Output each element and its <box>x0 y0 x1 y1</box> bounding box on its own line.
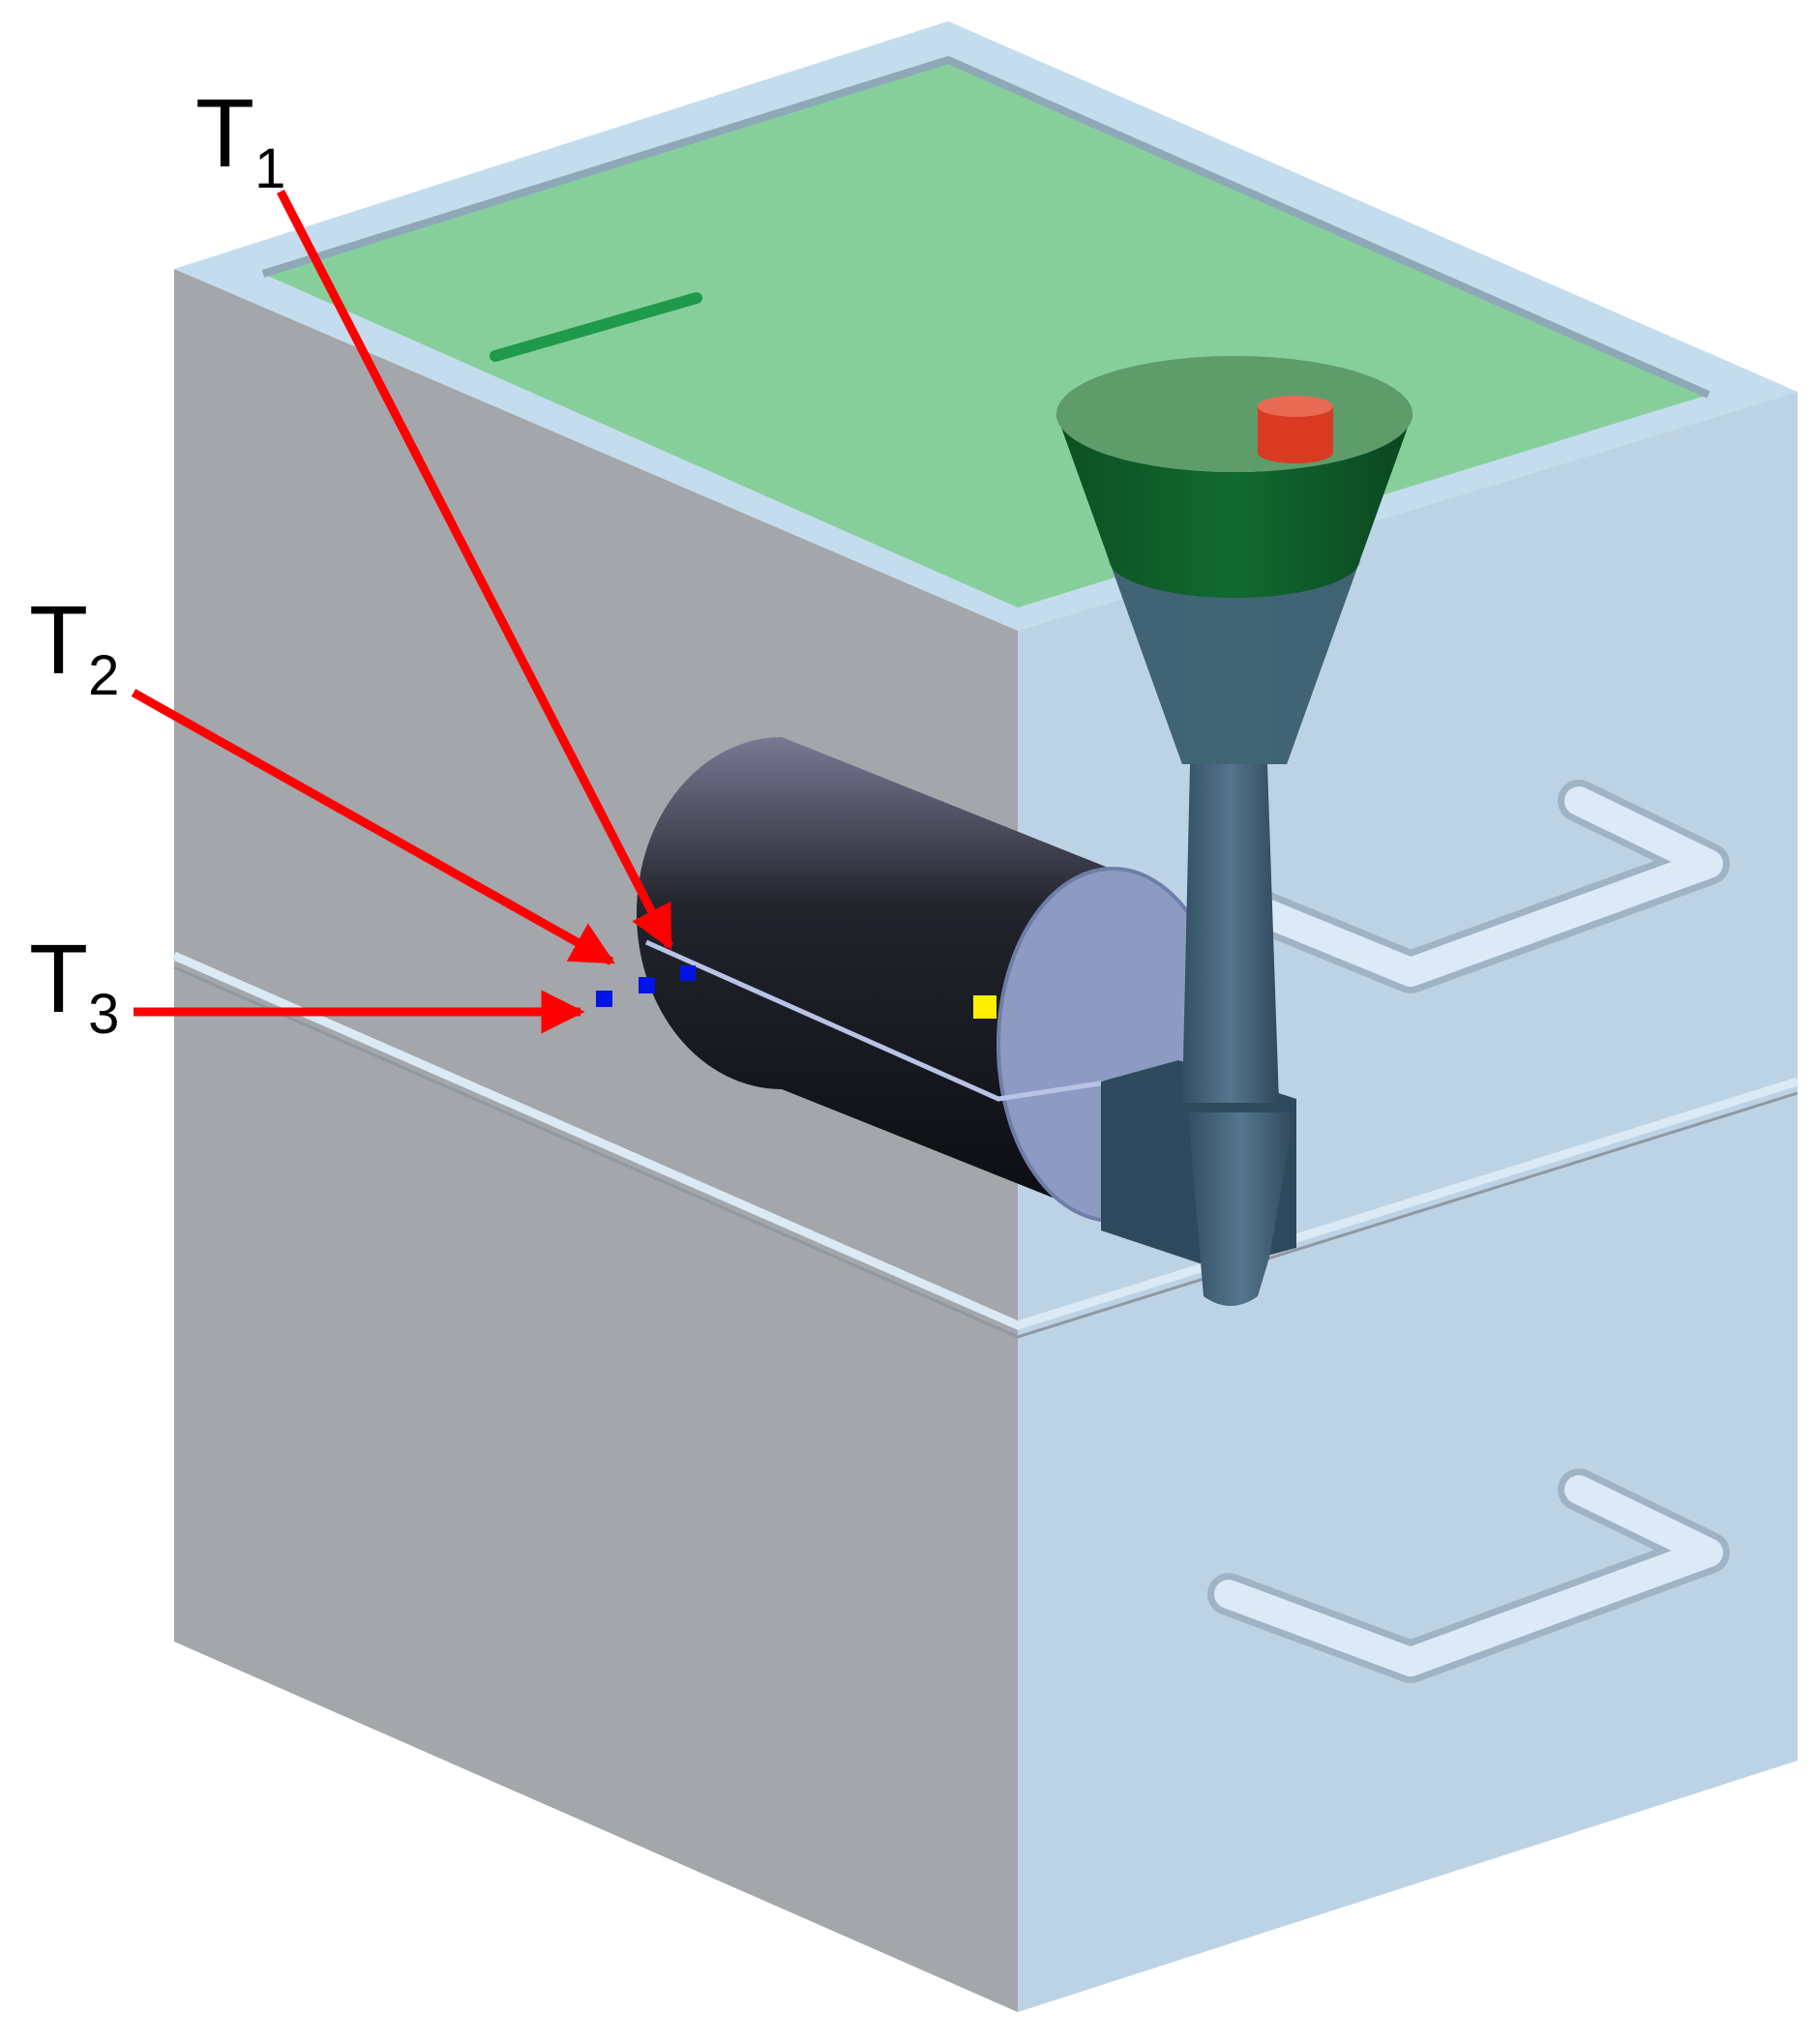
sensor-marker-t1 <box>680 965 696 981</box>
funnel-pipe <box>1182 764 1279 1103</box>
cylinder-seam <box>644 939 1114 1102</box>
funnel-cone <box>1056 414 1413 764</box>
callout-arrows <box>131 189 674 1034</box>
funnel-top <box>1056 356 1413 472</box>
drawer-seam <box>172 951 1799 1330</box>
label-t2: T2 <box>29 586 119 707</box>
sensor-marker-t2 <box>639 977 655 993</box>
funnel-assembly <box>1056 356 1413 1306</box>
arrow-t1 <box>276 189 674 951</box>
outlet-tube <box>1188 1112 1294 1306</box>
arrow-t2 <box>131 689 615 965</box>
label-t3: T3 <box>29 925 119 1046</box>
lid-edge <box>261 55 1710 399</box>
red-cap <box>1258 396 1333 463</box>
drawer-handle-upper <box>1207 780 1730 993</box>
cylinder-body <box>637 737 1111 1221</box>
label-t1: T1 <box>195 79 285 200</box>
funnel-cone-lower <box>1109 559 1360 764</box>
highlight-marker <box>973 995 996 1019</box>
lid-slot <box>490 292 702 362</box>
drawer-handle-lower <box>1207 1468 1730 1683</box>
drawer-seam-shadow <box>173 965 1799 1339</box>
sensor-marker-t3 <box>596 991 612 1007</box>
